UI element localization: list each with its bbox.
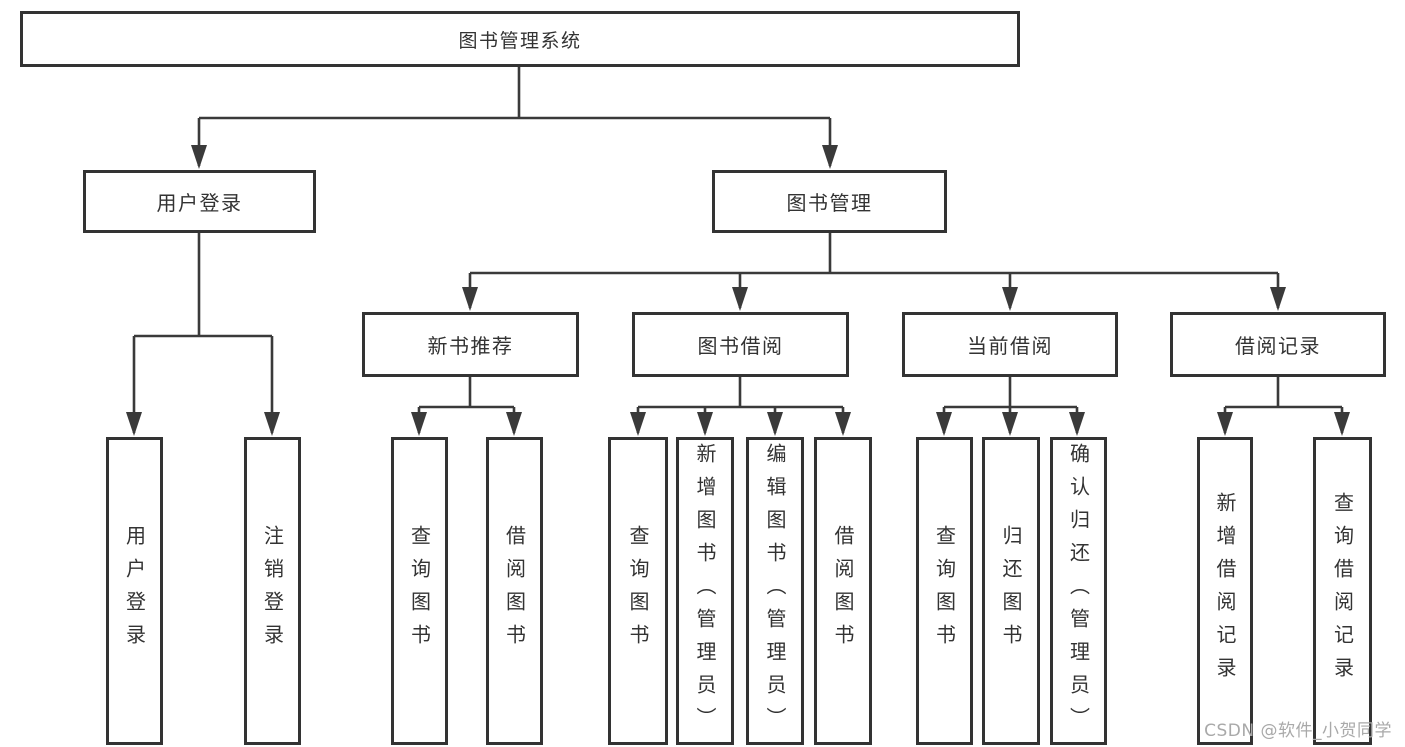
csdn-watermark: CSDN @软件_小贺同学 bbox=[1204, 721, 1392, 741]
node-user-login-label: 用户登录 bbox=[156, 191, 243, 215]
node-borrowing-records-label: 借阅记录 bbox=[1235, 334, 1321, 358]
leaf-borrow-books-2-label: 借阅图书 bbox=[831, 525, 855, 657]
connector-borrowing-records bbox=[1217, 377, 1350, 436]
leaf-query-borrow-record: 查询借阅记录 bbox=[1313, 437, 1372, 745]
leaf-add-borrow-record: 新增借阅记录 bbox=[1197, 437, 1253, 745]
node-user-login: 用户登录 bbox=[83, 170, 316, 233]
leaf-logout-label: 注销登录 bbox=[260, 525, 285, 657]
leaf-return-books: 归还图书 bbox=[982, 437, 1040, 745]
leaf-query-books-3: 查询图书 bbox=[916, 437, 973, 745]
leaf-borrow-books-1: 借阅图书 bbox=[486, 437, 543, 745]
leaf-query-borrow-record-label: 查询借阅记录 bbox=[1330, 492, 1355, 690]
node-current-borrowing-label: 当前借阅 bbox=[967, 334, 1053, 358]
node-book-management: 图书管理 bbox=[712, 170, 947, 233]
connector-user-login bbox=[126, 233, 280, 436]
leaf-query-books-1: 查询图书 bbox=[391, 437, 448, 745]
connector-book-borrowing bbox=[630, 377, 851, 436]
node-new-book-recommend-label: 新书推荐 bbox=[427, 334, 514, 358]
node-current-borrowing: 当前借阅 bbox=[902, 312, 1118, 377]
leaf-logout: 注销登录 bbox=[244, 437, 301, 745]
connector-root bbox=[191, 67, 838, 169]
leaf-return-books-label: 归还图书 bbox=[999, 525, 1023, 657]
leaf-confirm-return: 确认归还（管理员） bbox=[1050, 437, 1107, 745]
leaf-add-books: 新增图书（管理员） bbox=[676, 437, 734, 745]
leaf-query-books-2: 查询图书 bbox=[608, 437, 668, 745]
node-book-management-label: 图书管理 bbox=[786, 191, 873, 215]
leaf-borrow-books-1-label: 借阅图书 bbox=[502, 525, 527, 657]
node-root-label: 图书管理系统 bbox=[458, 29, 582, 52]
leaf-edit-books-label: 编辑图书（管理员） bbox=[763, 442, 787, 740]
leaf-confirm-return-label: 确认归还（管理员） bbox=[1066, 442, 1091, 740]
connector-book-management bbox=[462, 233, 1286, 311]
leaf-add-borrow-record-label: 新增借阅记录 bbox=[1213, 492, 1237, 690]
connector-current-borrowing bbox=[936, 377, 1085, 436]
node-root: 图书管理系统 bbox=[20, 11, 1020, 67]
node-borrowing-records: 借阅记录 bbox=[1170, 312, 1386, 377]
leaf-add-books-label: 新增图书（管理员） bbox=[693, 442, 717, 740]
leaf-user-login-label: 用户登录 bbox=[122, 525, 147, 657]
node-book-borrowing: 图书借阅 bbox=[632, 312, 849, 377]
leaf-query-books-3-label: 查询图书 bbox=[932, 525, 957, 657]
leaf-query-books-1-label: 查询图书 bbox=[407, 525, 432, 657]
leaf-borrow-books-2: 借阅图书 bbox=[814, 437, 872, 745]
node-new-book-recommend: 新书推荐 bbox=[362, 312, 579, 377]
leaf-query-books-2-label: 查询图书 bbox=[626, 525, 650, 657]
leaf-edit-books: 编辑图书（管理员） bbox=[746, 437, 804, 745]
connector-new-book-recommend bbox=[411, 377, 522, 436]
leaf-user-login: 用户登录 bbox=[106, 437, 163, 745]
node-book-borrowing-label: 图书借阅 bbox=[697, 334, 784, 358]
